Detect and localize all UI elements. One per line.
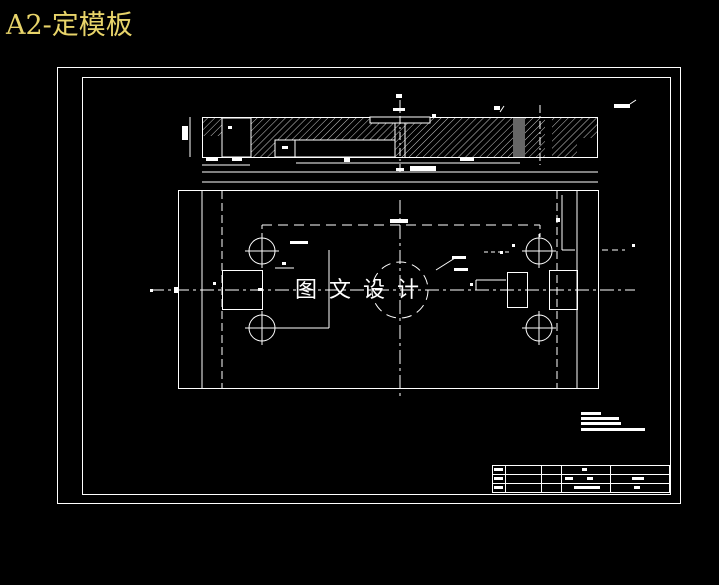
title-block (492, 465, 670, 493)
technical-notes (581, 412, 645, 431)
drawing-title: A2-定模板 (6, 10, 133, 41)
section-view (182, 94, 637, 183)
inner-border (82, 77, 671, 495)
watermark-text: 图文设计 (295, 278, 432, 303)
outer-border (57, 67, 681, 504)
plan-view (150, 190, 635, 398)
